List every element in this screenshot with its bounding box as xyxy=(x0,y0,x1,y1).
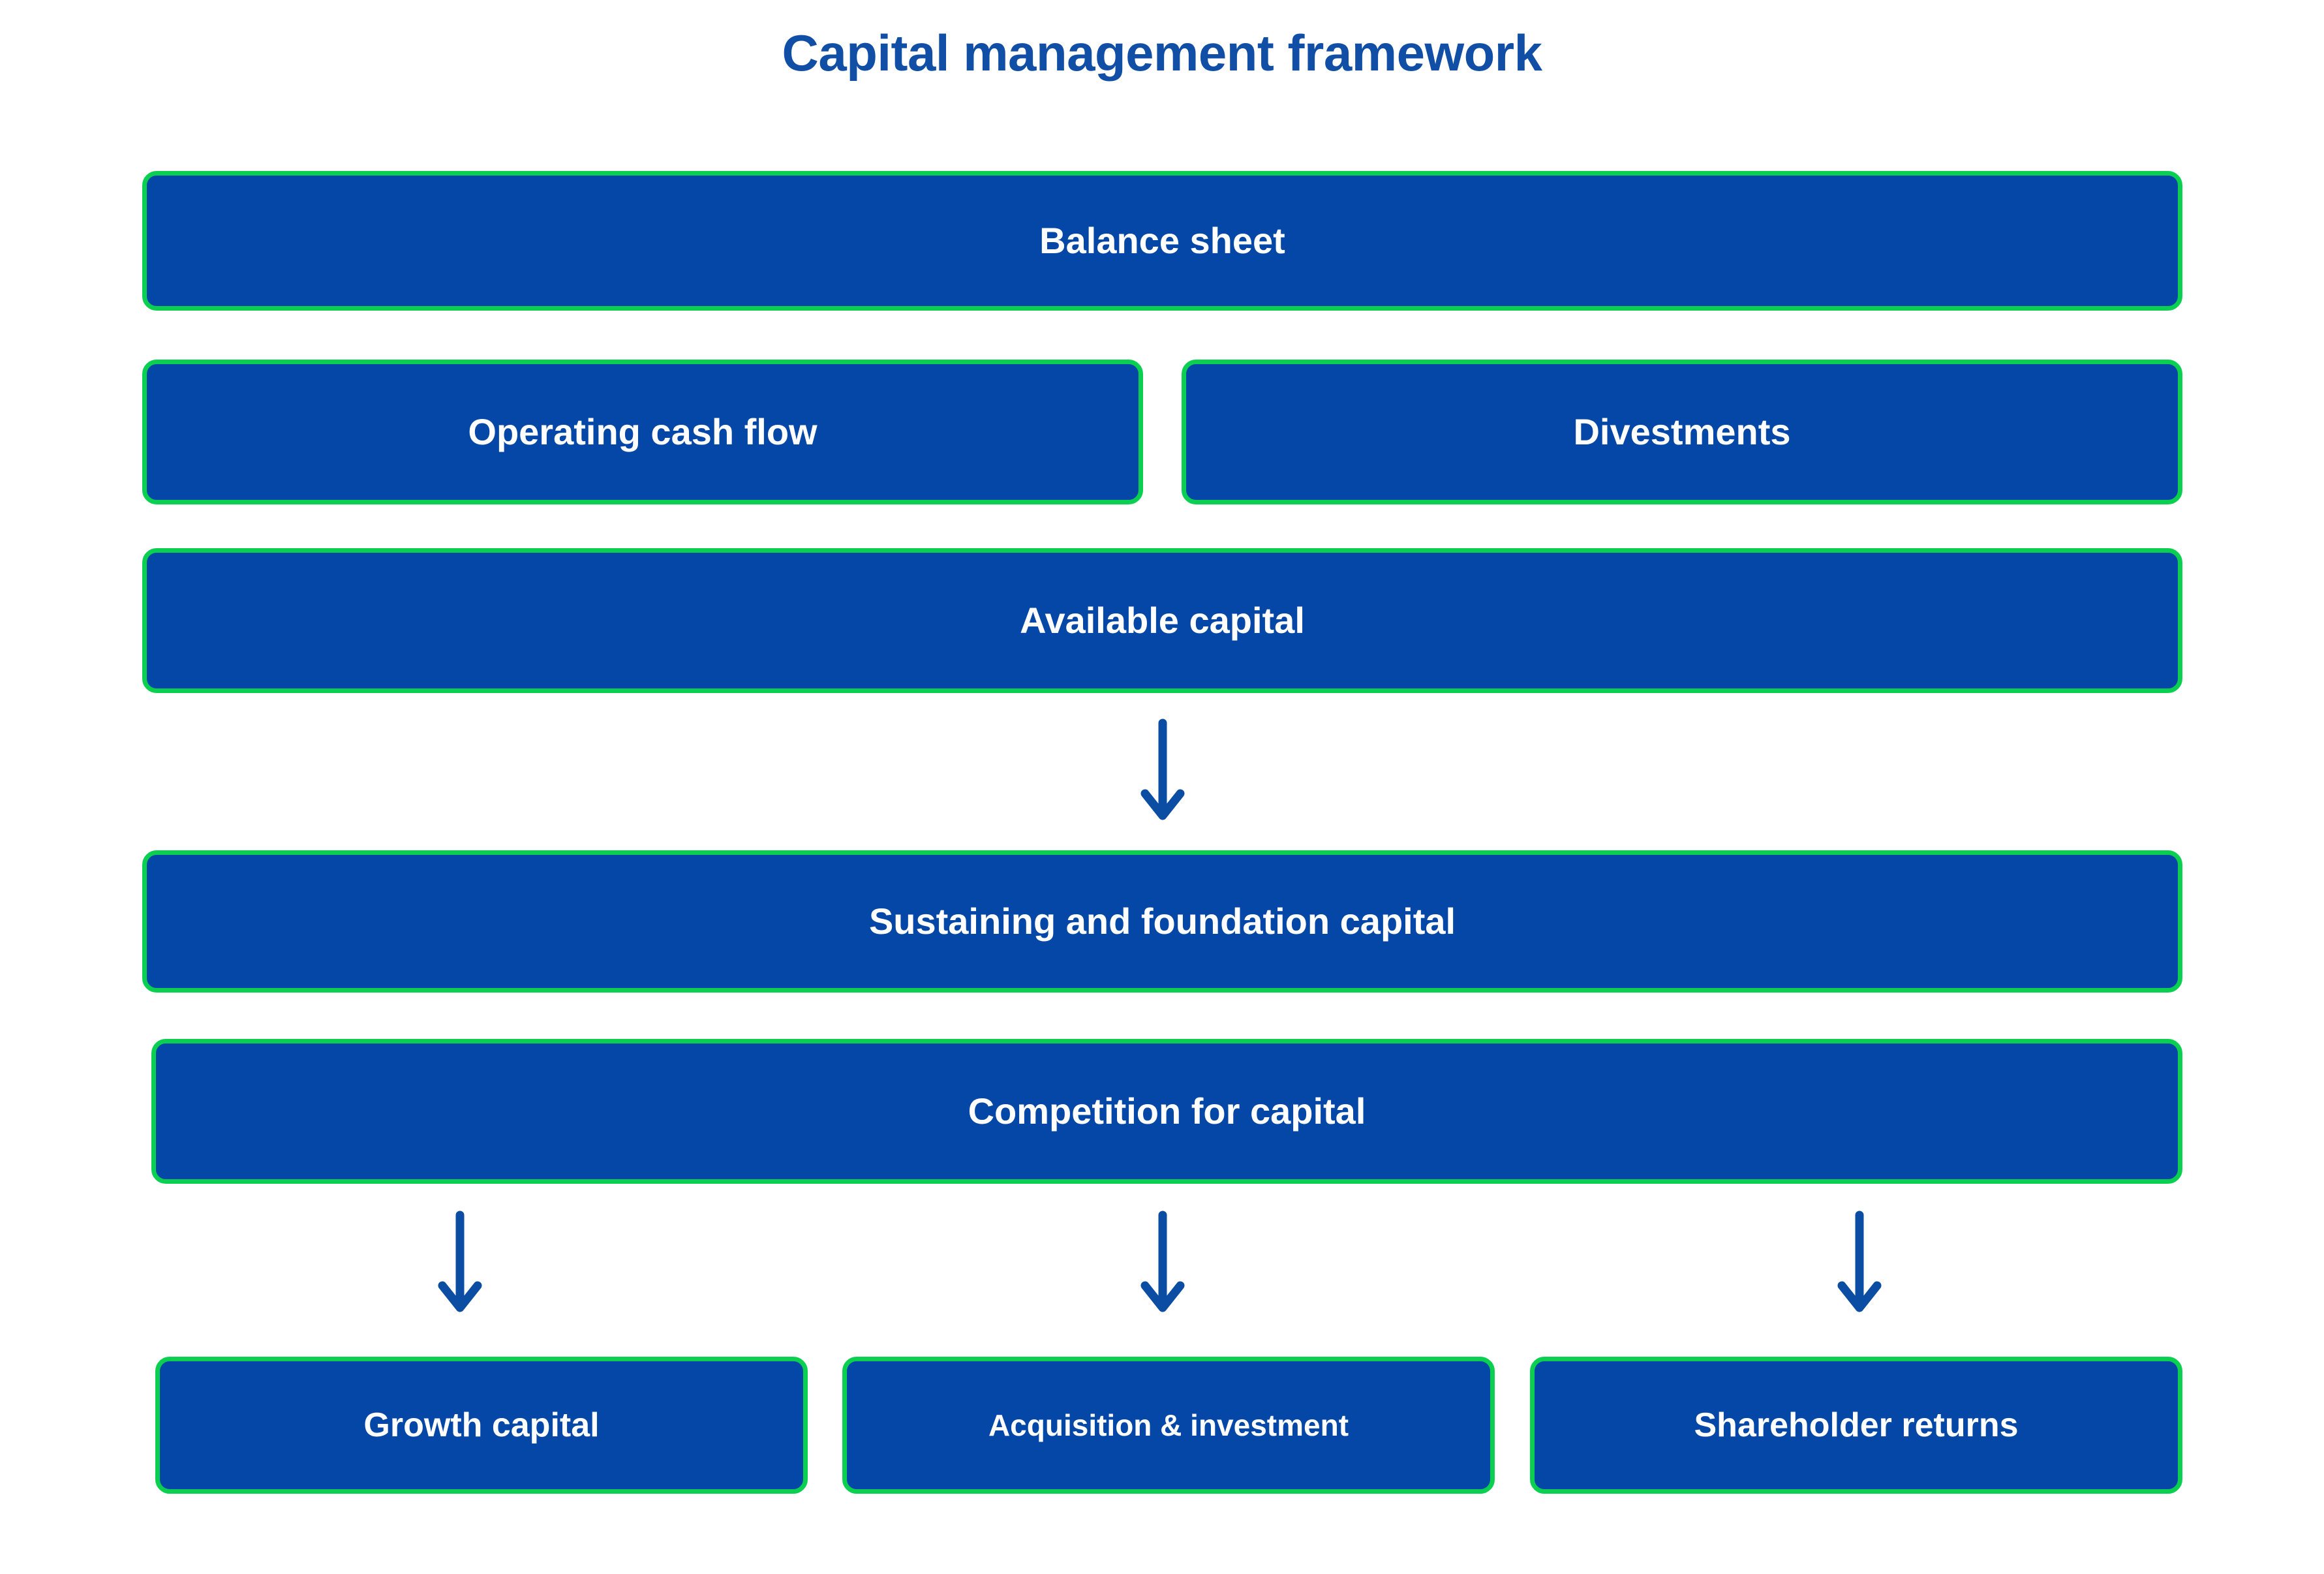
box-label-shareholder-returns: Shareholder returns xyxy=(1694,1406,2019,1444)
arrow-competition-to-acquisition xyxy=(1137,1209,1189,1319)
arrow-competition-to-shareholder xyxy=(1833,1209,1886,1319)
box-competition-for-capital[interactable]: Competition for capital xyxy=(151,1039,2182,1184)
arrow-available-to-sustaining xyxy=(1137,717,1189,827)
box-label-available-capital: Available capital xyxy=(1020,599,1305,641)
box-label-operating-cash-flow: Operating cash flow xyxy=(468,410,818,452)
page-title: Capital management framework xyxy=(782,24,1542,82)
box-label-acquisition-and-investment: Acquisition & investment xyxy=(988,1408,1349,1442)
box-label-balance-sheet: Balance sheet xyxy=(1039,219,1285,261)
box-shareholder-returns[interactable]: Shareholder returns xyxy=(1530,1357,2182,1494)
box-label-divestments: Divestments xyxy=(1573,410,1791,452)
box-available-capital[interactable]: Available capital xyxy=(142,548,2182,693)
box-label-growth-capital: Growth capital xyxy=(363,1406,600,1444)
box-sustaining-and-foundation-capital[interactable]: Sustaining and foundation capital xyxy=(142,850,2182,993)
box-label-competition-for-capital: Competition for capital xyxy=(968,1090,1366,1132)
box-divestments[interactable]: Divestments xyxy=(1182,360,2182,504)
arrow-competition-to-growth xyxy=(434,1209,486,1319)
box-growth-capital[interactable]: Growth capital xyxy=(155,1357,808,1494)
box-operating-cash-flow[interactable]: Operating cash flow xyxy=(142,360,1143,504)
box-label-sustaining-and-foundation-capital: Sustaining and foundation capital xyxy=(868,900,1456,942)
box-acquisition-and-investment[interactable]: Acquisition & investment xyxy=(842,1357,1495,1494)
box-balance-sheet[interactable]: Balance sheet xyxy=(142,171,2182,311)
